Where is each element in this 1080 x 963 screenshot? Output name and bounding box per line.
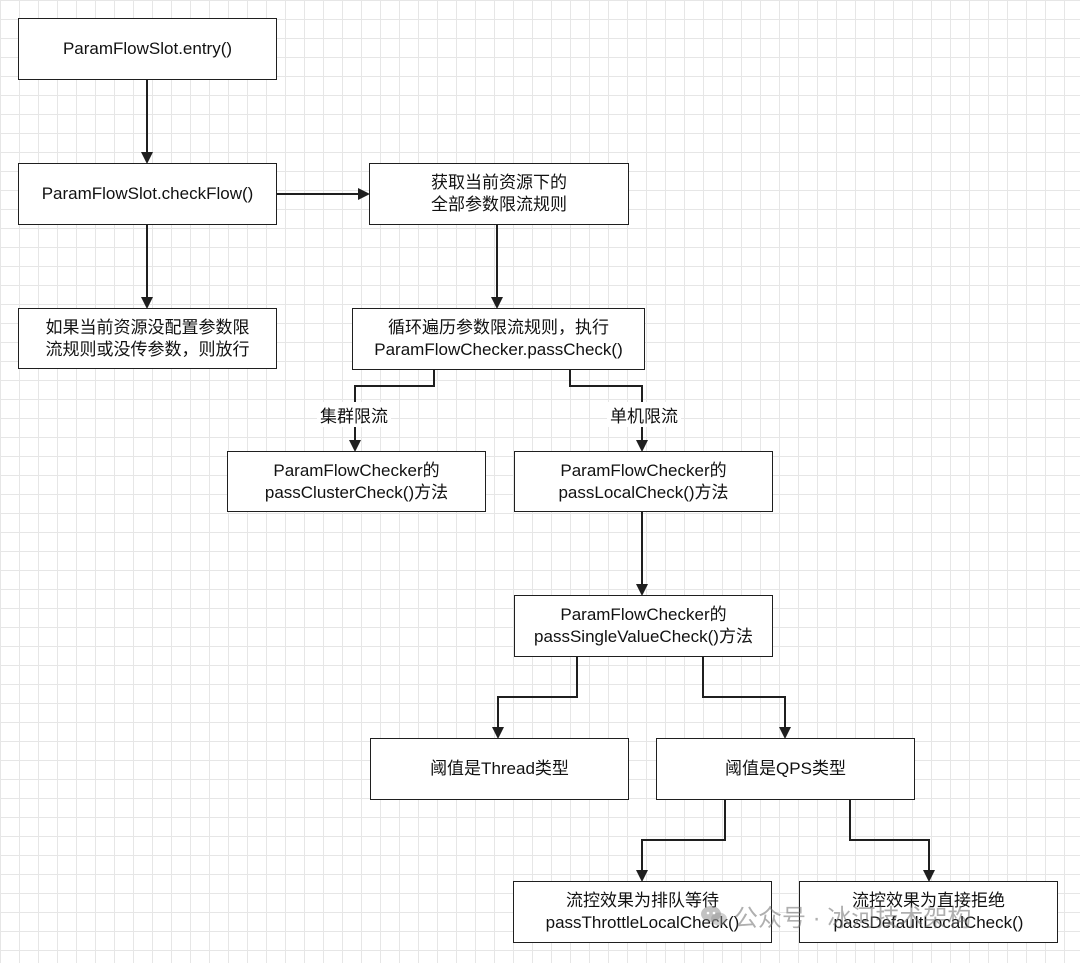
node-local-check-line-1: ParamFlowChecker的: [560, 460, 727, 480]
node-no-rules-line-2: 流规则或没传参数，则放行: [45, 339, 250, 359]
node-single-value-check-line-1: ParamFlowChecker的: [560, 605, 727, 624]
node-default-check-line-1: 流控效果为直接拒绝: [852, 891, 1005, 910]
node-check-flow: ParamFlowSlot.checkFlow(): [18, 163, 277, 225]
node-throttle-check-line-2: passThrottleLocalCheck(): [545, 913, 740, 932]
node-loop-rules-line-1: 循环遍历参数限流规则，执行: [388, 318, 609, 337]
node-default-check: 流控效果为直接拒绝 passDefaultLocalCheck(): [799, 881, 1058, 943]
edge-singlevalue-to-qps: [702, 657, 791, 739]
node-loop-rules-line-2: ParamFlowChecker.passCheck(): [374, 340, 623, 359]
node-no-rules-line-1: 如果当前资源没配置参数限: [45, 317, 250, 337]
node-get-rules: 获取当前资源下的 全部参数限流规则: [369, 163, 629, 225]
node-qps-type-line-1: 阈值是QPS类型: [725, 759, 846, 778]
edge-label-local: 单机限流: [607, 402, 681, 427]
node-throttle-check-line-1: 流控效果为排队等待: [566, 891, 719, 910]
node-no-rules: 如果当前资源没配置参数限 流规则或没传参数，则放行: [18, 308, 277, 369]
node-thread-type: 阈值是Thread类型: [370, 738, 629, 800]
node-cluster-check-line-1: ParamFlowChecker的: [273, 460, 440, 480]
node-entry: ParamFlowSlot.entry(): [18, 18, 277, 80]
node-throttle-check: 流控效果为排队等待 passThrottleLocalCheck(): [513, 881, 772, 943]
node-cluster-check-line-2: passClusterCheck()方法: [264, 482, 449, 502]
node-local-check-line-2: passLocalCheck()方法: [558, 482, 729, 502]
edge-label-cluster: 集群限流: [317, 402, 391, 427]
node-entry-line-1: ParamFlowSlot.entry(): [62, 39, 233, 58]
node-cluster-check: ParamFlowChecker的 passClusterCheck()方法: [227, 451, 486, 512]
edge-qps-to-throttle: [636, 800, 726, 882]
edge-singlevalue-to-thread: [492, 657, 578, 739]
edge-qps-to-default: [849, 800, 935, 882]
node-loop-rules: 循环遍历参数限流规则，执行 ParamFlowChecker.passCheck…: [352, 308, 645, 370]
node-local-check: ParamFlowChecker的 passLocalCheck()方法: [514, 451, 773, 512]
node-check-flow-line-1: ParamFlowSlot.checkFlow(): [41, 184, 254, 203]
node-get-rules-line-2: 全部参数限流规则: [431, 195, 567, 214]
node-get-rules-line-1: 获取当前资源下的: [431, 173, 567, 192]
node-default-check-line-2: passDefaultLocalCheck(): [833, 913, 1024, 932]
node-single-value-check-line-2: passSingleValueCheck()方法: [534, 627, 753, 646]
node-thread-type-line-1: 阈值是Thread类型: [430, 759, 569, 778]
node-single-value-check: ParamFlowChecker的 passSingleValueCheck()…: [514, 595, 773, 657]
node-qps-type: 阈值是QPS类型: [656, 738, 915, 800]
